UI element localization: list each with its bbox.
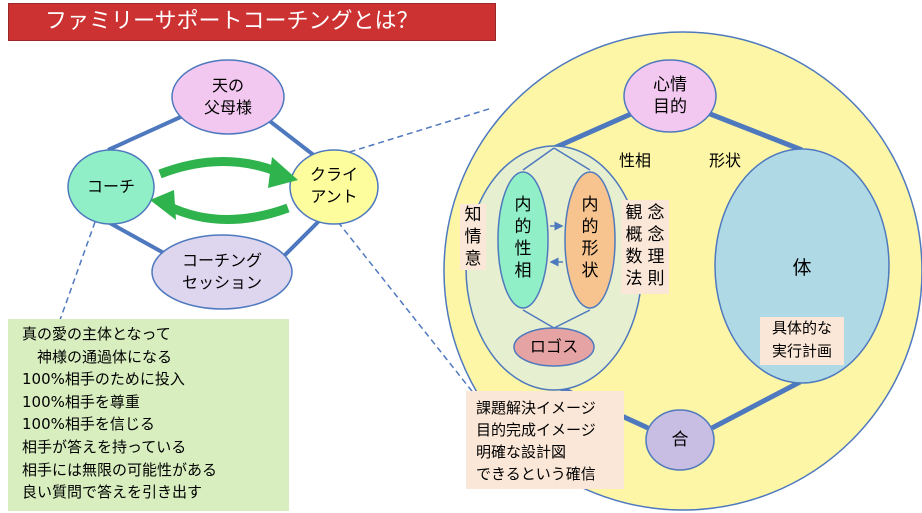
coach-oval	[67, 149, 155, 225]
line-top-to-body	[699, 107, 803, 153]
naiteki-seisou-label: 内 的 性 相	[512, 194, 534, 282]
char: 理	[647, 247, 665, 267]
dashed-connector-coach	[59, 221, 96, 321]
gou-oval	[645, 409, 715, 471]
principle-line: 神様の通過体になる	[22, 347, 173, 366]
logos-label: ロゴス	[529, 337, 579, 356]
green-arrowhead-left	[150, 190, 176, 220]
naiteki-keijou-label: 内 的 形 状	[579, 194, 601, 282]
mokuteki-label: 目的	[653, 97, 687, 117]
char: 念	[647, 203, 665, 223]
char: 的	[581, 217, 599, 237]
client-oval	[289, 149, 379, 225]
char: 則	[647, 269, 665, 289]
coach-principles-box: 真の愛の主体となって 神様の通過体になる 100%相手のために投入 100%相手…	[8, 319, 289, 511]
plan-box: 具体的な 実行計画	[760, 317, 844, 365]
char: 内	[581, 195, 599, 215]
session-oval	[151, 234, 293, 310]
green-arrow-to-client	[158, 157, 280, 179]
principle-line: 100%相手のために投入	[22, 370, 185, 389]
diamond-line-br	[280, 216, 324, 260]
outcome-line: 目的完成イメージ	[476, 421, 596, 439]
green-arrow-to-coach	[166, 201, 290, 224]
heaven-label-line1: 天の	[211, 76, 244, 95]
page-title: ファミリーサポートコーチングとは？	[8, 3, 496, 41]
green-arrowhead-right	[268, 157, 298, 188]
plan-line1: 具体的な	[771, 319, 832, 337]
client-label: クライ アント	[304, 164, 364, 208]
outcome-line: できるという確信	[476, 465, 596, 483]
heaven-oval	[171, 59, 285, 135]
heaven-label: 天の 父母様	[198, 75, 258, 119]
char: 観	[625, 203, 643, 223]
line-top-to-seisou	[552, 107, 642, 151]
char: 知	[464, 205, 482, 225]
logos-oval	[513, 327, 595, 367]
session-label-line2: セッション	[181, 273, 262, 292]
seisou-label: 性相	[618, 151, 651, 170]
outcome-line: 明確な設計図	[476, 443, 567, 461]
body-oval	[714, 148, 890, 384]
dashed-connector-bottom	[337, 221, 476, 396]
naiteki-keijou-oval	[564, 171, 616, 309]
chijoui-label: 知 情 意	[460, 204, 486, 270]
char: 数	[625, 247, 643, 267]
principle-line: 良い質問で答えを引き出す	[22, 483, 203, 502]
seisou-line-br	[553, 309, 591, 329]
char: 概	[625, 225, 643, 245]
plan-line2: 実行計画	[771, 342, 832, 360]
keijou-label: 形状	[708, 151, 741, 170]
shinjou-mokuteki-oval	[623, 59, 717, 133]
client-label-line2: アント	[310, 187, 358, 206]
shinjou-label: 心情	[653, 75, 687, 95]
char: 法	[625, 269, 643, 289]
naiteki-seisou-oval	[497, 171, 549, 309]
char: 形	[581, 239, 599, 259]
char: 相	[514, 261, 532, 281]
seisou-line-right	[553, 147, 591, 171]
kannen-col1: 観 概 数 法	[623, 202, 645, 290]
session-label: コーチング セッション	[172, 250, 272, 294]
principle-line: 100%相手を尊重	[22, 392, 140, 411]
line-body-to-gou	[710, 379, 802, 431]
principle-line: 100%相手を信じる	[22, 415, 155, 434]
char: 情	[464, 227, 482, 247]
session-label-line1: コーチング	[181, 251, 262, 270]
char: 念	[647, 225, 665, 245]
kannen-col2: 念 念 理 則	[645, 202, 667, 290]
char: 内	[514, 195, 532, 215]
seisou-line-left	[522, 147, 555, 171]
outcome-box: 課題解決イメージ 目的完成イメージ 明確な設計図 できるという確信	[466, 391, 624, 489]
outcome-line: 課題解決イメージ	[476, 399, 596, 417]
char: 的	[514, 217, 532, 237]
char: 意	[464, 249, 482, 269]
char: 性	[514, 239, 532, 259]
principle-line: 真の愛の主体となって	[22, 325, 171, 343]
dashed-connector-top	[339, 107, 493, 156]
body-label: 体	[792, 257, 812, 279]
gou-label: 合	[671, 430, 689, 450]
kannen-box: 観 概 数 法 念 念 理 則	[621, 200, 669, 294]
principle-line: 相手には無限の可能性がある	[22, 460, 218, 479]
seisou-line-bl	[522, 309, 555, 329]
shinjou-mokuteki-label: 心情 目的	[640, 74, 700, 118]
heaven-label-line2: 父母様	[203, 98, 252, 117]
client-label-line1: クライ	[309, 165, 358, 184]
char: 状	[581, 261, 599, 281]
principle-line: 相手が答えを持っている	[22, 437, 187, 456]
coach-label: コーチ	[86, 177, 135, 196]
